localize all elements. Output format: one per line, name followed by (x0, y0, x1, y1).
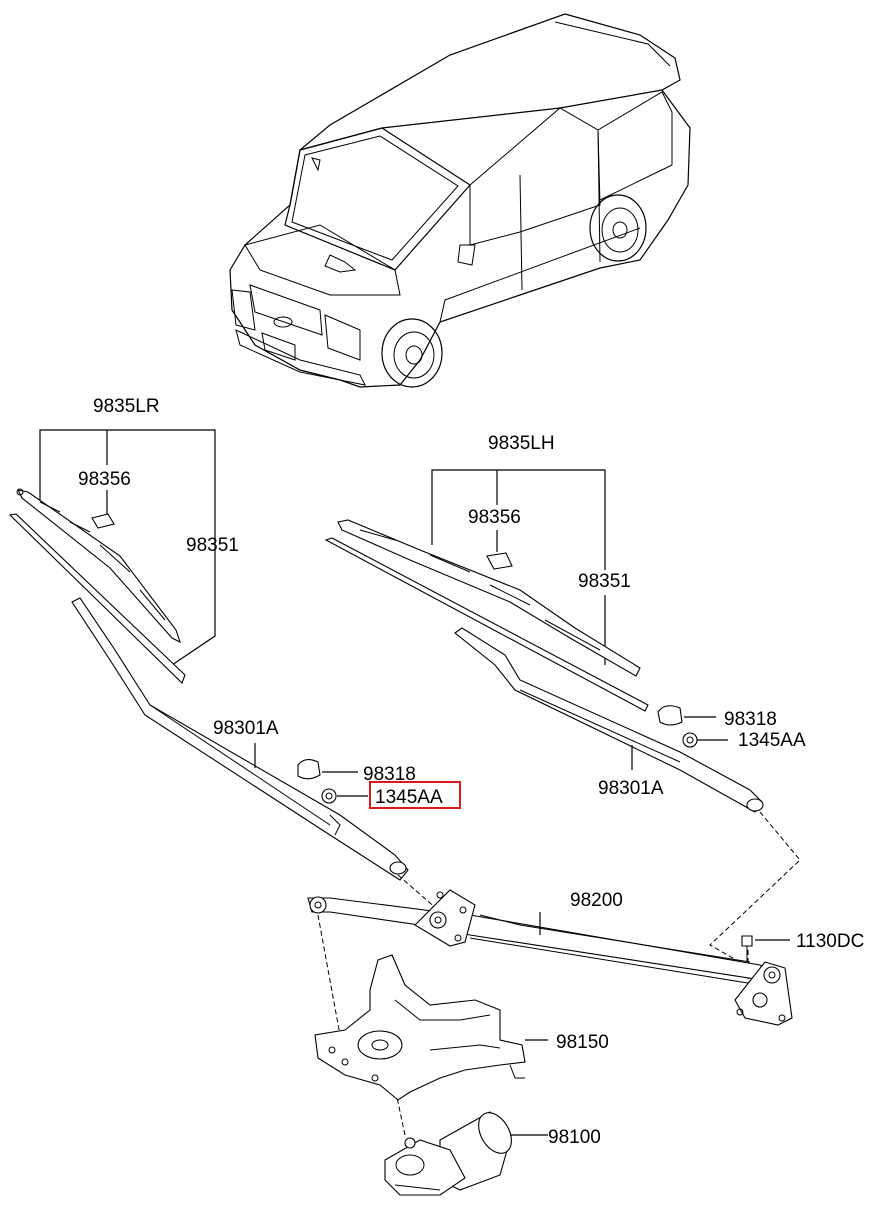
label-refill-lh: 98351 (578, 571, 631, 592)
vehicle-illustration (229, 13, 691, 388)
wiper-arm-rh (71, 597, 409, 881)
label-bracket: 98150 (556, 1032, 609, 1053)
wiper-arm-lh (454, 627, 764, 813)
label-blade-assy-lh: 9835LH (488, 433, 555, 454)
label-linkage: 98200 (570, 890, 623, 911)
blade-assy-rh-group (8, 429, 216, 684)
label-motor: 98100 (548, 1127, 601, 1148)
cap-nut-rh (297, 759, 368, 804)
label-cap-rh: 98318 (363, 764, 416, 785)
wiper-motor (384, 1111, 548, 1196)
label-nut-lh: 1345AA (738, 730, 806, 751)
wiper-linkage (307, 889, 793, 1026)
label-insert-lh: 98356 (468, 507, 521, 528)
label-insert-rh: 98356 (78, 469, 131, 490)
label-arm-rh: 98301A (213, 718, 279, 739)
label-nut-rh: 1345AA (375, 787, 443, 808)
label-blade-assy-rh: 9835LR (93, 396, 160, 417)
cap-nut-lh (657, 705, 728, 748)
label-cap-lh: 98318 (724, 709, 777, 730)
blade-assy-lh-group (324, 469, 649, 712)
highlight-box (369, 781, 461, 809)
label-bolt: 1130DC (796, 931, 864, 952)
label-arm-lh: 98301A (598, 778, 664, 799)
motor-bracket (314, 954, 548, 1101)
bolt-1130dc (741, 935, 790, 962)
label-refill-rh: 98351 (186, 535, 239, 556)
